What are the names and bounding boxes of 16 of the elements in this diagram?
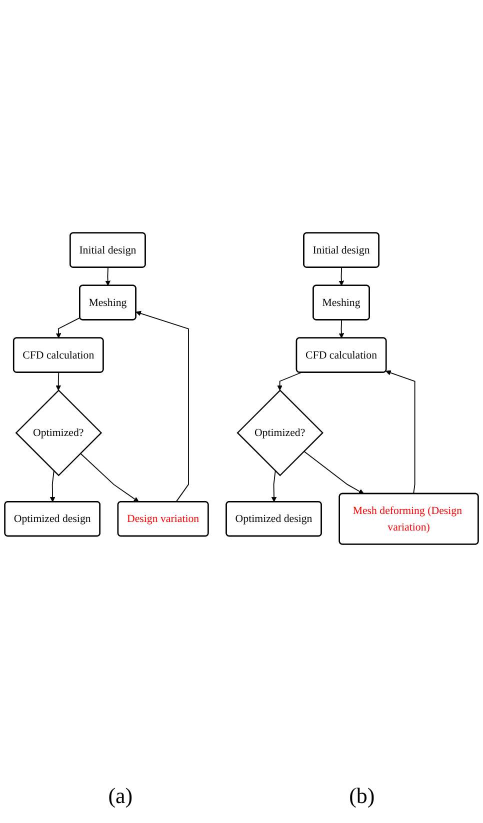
arrow (338, 320, 344, 338)
arrow (80, 452, 139, 502)
arrow (136, 310, 189, 502)
arrow (277, 372, 302, 391)
panel-label: (a) (108, 783, 133, 809)
arrow (56, 317, 80, 338)
node-diamond: Optimized? (236, 389, 324, 476)
arrow (386, 370, 416, 494)
arrow (303, 450, 364, 494)
arrow (56, 372, 62, 391)
panel-label: (b) (349, 783, 375, 809)
arrow (50, 470, 56, 502)
arrow (105, 267, 110, 286)
arrow (338, 267, 344, 286)
node-diamond: Optimized? (15, 389, 102, 476)
arrow (271, 470, 277, 502)
